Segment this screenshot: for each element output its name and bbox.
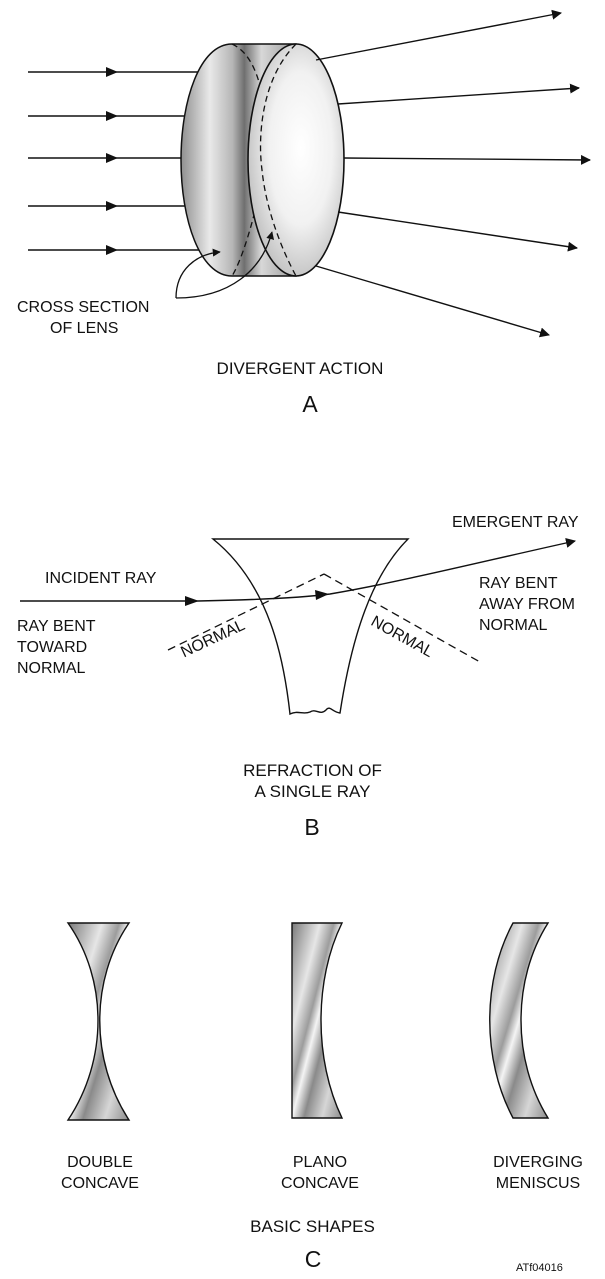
label-toward-line2: TOWARD bbox=[17, 639, 88, 656]
panel-b-refraction bbox=[20, 538, 576, 716]
lens-hidden-edge bbox=[231, 43, 267, 277]
panel-a-divergent-action bbox=[28, 9, 591, 338]
caption-refraction-line2: A SINGLE RAY bbox=[254, 782, 371, 801]
label-double-line2: CONCAVE bbox=[61, 1175, 139, 1192]
label-incident-ray: INCIDENT RAY bbox=[45, 570, 157, 587]
cross-section-callout-leaders bbox=[175, 231, 275, 299]
label-away-line3: NORMAL bbox=[479, 617, 548, 634]
label-meniscus-line1: DIVERGING bbox=[493, 1154, 583, 1171]
figure-id: ATf04016 bbox=[516, 1262, 563, 1274]
callout-cross-section-line2: OF LENS bbox=[50, 320, 119, 337]
label-plano-line1: PLANO bbox=[292, 1154, 348, 1171]
lens-cross-section-curve bbox=[259, 43, 297, 277]
label-away-line1: RAY BENT bbox=[479, 575, 558, 592]
panel-letter-c: C bbox=[304, 1246, 322, 1272]
double-concave-lens bbox=[66, 922, 131, 1121]
label-plano-line2: CONCAVE bbox=[281, 1175, 359, 1192]
normal-lines bbox=[167, 573, 481, 663]
label-emergent-ray: EMERGENT RAY bbox=[452, 514, 579, 531]
panel-letter-a: A bbox=[302, 391, 318, 417]
label-meniscus-line2: MENISCUS bbox=[495, 1175, 581, 1192]
emergent-rays bbox=[315, 9, 591, 338]
panel-c-basic-shapes bbox=[66, 922, 550, 1121]
caption-refraction-line1: REFRACTION OF bbox=[243, 761, 382, 780]
panel-letter-b: B bbox=[304, 814, 320, 840]
label-double-line1: DOUBLE bbox=[67, 1154, 133, 1171]
caption-divergent-action: DIVERGENT ACTION bbox=[216, 359, 384, 378]
label-away-line2: AWAY FROM bbox=[479, 596, 575, 613]
ray-arrowheads bbox=[185, 590, 329, 606]
incident-ray-arrowheads bbox=[106, 67, 118, 255]
callout-cross-section-line1: CROSS SECTION bbox=[17, 299, 150, 316]
lens-front-face bbox=[247, 43, 345, 277]
label-toward-line3: NORMAL bbox=[17, 660, 86, 677]
lens-section-outline bbox=[211, 538, 410, 716]
caption-basic-shapes: BASIC SHAPES bbox=[250, 1217, 375, 1236]
plano-concave-lens bbox=[291, 922, 344, 1119]
label-toward-line1: RAY BENT bbox=[17, 618, 96, 635]
incident-ray bbox=[20, 538, 576, 602]
diverging-meniscus-lens bbox=[489, 922, 550, 1119]
